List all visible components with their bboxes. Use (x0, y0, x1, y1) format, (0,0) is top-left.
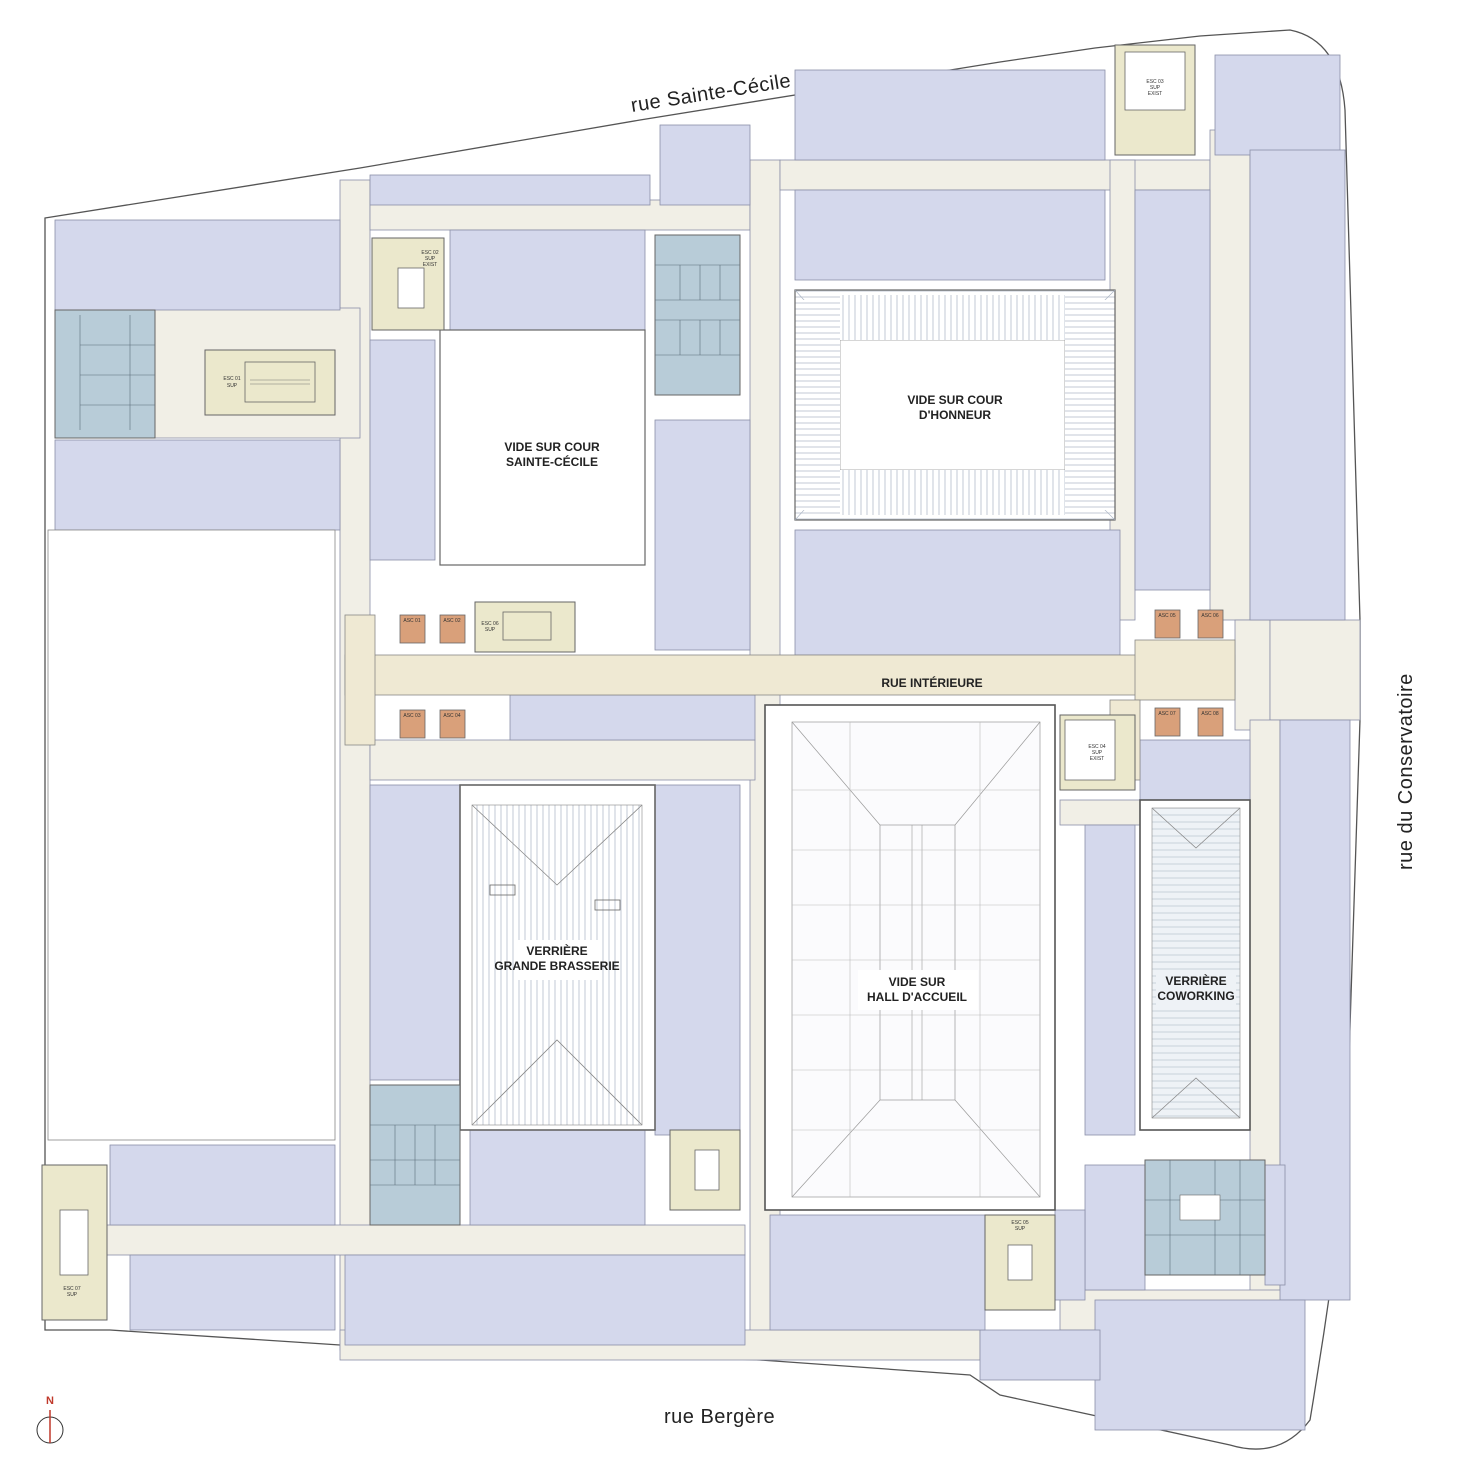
cour-sainte-cecile-label-2: SAINTE-CÉCILE (506, 454, 598, 469)
esc-02: ESC 02 SUP EXIST (371, 237, 445, 331)
verriere-grande-brasserie: VERRIÈRE GRANDE BRASSERIE (459, 784, 656, 1131)
asc-01-label: ASC 01 (403, 618, 420, 624)
esc-05: ESC 05 SUP (984, 1214, 1056, 1311)
asc-04 (439, 709, 466, 739)
esc-04-label-2: SUP (1092, 750, 1103, 756)
office-spaces (54, 54, 1351, 1431)
asc-04-label: ASC 04 (443, 713, 460, 719)
hall-accueil: VIDE SUR HALL D'ACCUEIL (764, 704, 1056, 1211)
toilet-block-southeast (1144, 1159, 1266, 1276)
asc-06-label: ASC 06 (1201, 613, 1218, 619)
asc-08-label: ASC 08 (1201, 711, 1218, 717)
north-arrow-icon: N (36, 1395, 64, 1444)
cour-sainte-cecile-label-1: VIDE SUR COUR (504, 440, 600, 454)
rue-interieure: RUE INTÉRIEURE (344, 614, 1236, 781)
verriere-coworking-label-2: COWORKING (1157, 989, 1234, 1003)
asc-01 (399, 614, 426, 644)
street-south: rue Bergère (664, 1406, 775, 1428)
asc-05-label: ASC 05 (1158, 613, 1175, 619)
esc-01-label-2: SUP (227, 383, 238, 389)
toilet-block-west (54, 309, 156, 439)
asc-05 (1154, 609, 1181, 639)
esc-06-label-1: ESC 06 (481, 621, 498, 627)
asc-06 (1197, 609, 1224, 639)
cour-honneur-label-2: D'HONNEUR (919, 408, 992, 422)
verriere-coworking: VERRIÈRE COWORKING (1139, 799, 1251, 1131)
toilet-block-southwest (369, 1084, 461, 1226)
asc-08 (1197, 707, 1224, 737)
toilet-blocks (54, 234, 1266, 1276)
esc-04: ESC 04 SUP EXIST (1059, 714, 1136, 791)
street-east: rue du Conservatoire (1395, 673, 1417, 870)
cour-honneur: VIDE SUR COUR D'HONNEUR (794, 289, 1116, 521)
asc-03 (399, 709, 426, 739)
cour-sainte-cecile: VIDE SUR COUR SAINTE-CÉCILE (439, 329, 646, 566)
toilet-block-north (654, 234, 741, 396)
stairs: ESC 01 SUP ESC 02 SUP EXIST ESC 03 SUP E… (41, 44, 1196, 1321)
esc-03: ESC 03 SUP EXIST (1114, 44, 1196, 156)
esc-01: ESC 01 SUP (204, 349, 336, 416)
esc-03-label-1: ESC 03 (1146, 79, 1163, 85)
esc-07-label-2: SUP (67, 1292, 78, 1298)
asc-03-label: ASC 03 (403, 713, 420, 719)
rue-interieure-label: RUE INTÉRIEURE (881, 675, 982, 690)
esc-02-label-2: SUP (425, 256, 436, 262)
esc-04-label-1: ESC 04 (1088, 744, 1105, 750)
asc-07-label: ASC 07 (1158, 711, 1175, 717)
hall-accueil-label-2: HALL D'ACCUEIL (867, 990, 967, 1004)
asc-02-label: ASC 02 (443, 618, 460, 624)
stair-southwest-round (669, 1129, 741, 1211)
esc-02-label-3: EXIST (423, 262, 437, 268)
verriere-coworking-label-1: VERRIÈRE (1165, 973, 1226, 988)
hall-accueil-label-1: VIDE SUR (889, 975, 946, 989)
lifts: ASC 01 ASC 02 ASC 03 ASC 04 ASC 05 ASC 0… (399, 609, 1224, 739)
north-arrow-label: N (46, 1395, 54, 1407)
street-north: rue Sainte-Cécile (629, 70, 792, 117)
esc-06: ESC 06 SUP (474, 601, 576, 653)
esc-07: ESC 07 SUP (41, 1164, 108, 1321)
esc-01-label-1: ESC 01 (223, 376, 240, 382)
esc-06-label-2: SUP (485, 627, 496, 633)
esc-04-label-3: EXIST (1090, 756, 1104, 762)
west-void (47, 529, 336, 1141)
esc-05-label-1: ESC 05 (1011, 1220, 1028, 1226)
asc-02 (439, 614, 466, 644)
cour-honneur-label-1: VIDE SUR COUR (907, 393, 1003, 407)
esc-03-label-3: EXIST (1148, 91, 1162, 97)
esc-02-label-1: ESC 02 (421, 250, 438, 256)
esc-07-label-1: ESC 07 (63, 1286, 80, 1292)
esc-05-label-2: SUP (1015, 1226, 1026, 1232)
verriere-brasserie-label-2: GRANDE BRASSERIE (494, 959, 619, 973)
asc-07 (1154, 707, 1181, 737)
esc-03-label-2: SUP (1150, 85, 1161, 91)
verriere-brasserie-label-1: VERRIÈRE (526, 943, 587, 958)
